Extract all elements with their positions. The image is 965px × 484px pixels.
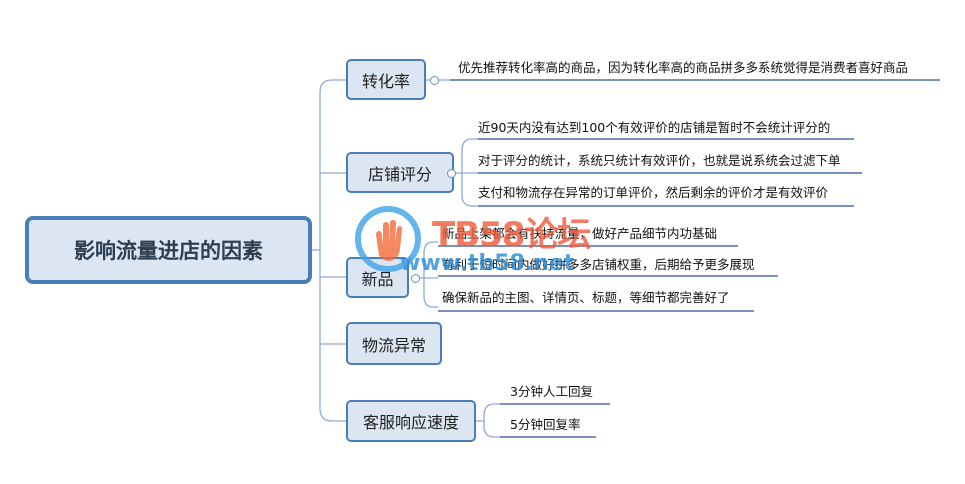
branch-node-conversion-rate[interactable]: 转化率: [346, 59, 426, 100]
leaf-text[interactable]: 优先推荐转化率高的商品，因为转化率高的商品拼多多系统觉得是消费者喜好商品: [458, 60, 909, 75]
root-node[interactable]: 影响流量进店的因素: [25, 216, 312, 284]
branch-node-store-rating[interactable]: 店铺评分: [346, 152, 454, 193]
leaf-text[interactable]: 确保新品的主图、详情页、标题，等细节都完善好了: [442, 290, 730, 305]
watermark-title: TB58论坛: [432, 215, 591, 255]
leaf-connector-kefu: [476, 403, 500, 438]
branch-node-service-response[interactable]: 客服响应速度: [346, 400, 476, 442]
watermark-url: www.tb58.net: [400, 251, 575, 276]
collapse-toggle-icon[interactable]: [447, 169, 456, 178]
collapse-toggle-icon[interactable]: [411, 274, 420, 283]
leaf-text[interactable]: 近90天内没有达到100个有效评价的店铺是暂时不会统计评分的: [478, 120, 831, 135]
spine-connector: [319, 79, 346, 422]
leaf-text[interactable]: 支付和物流存在异常的订单评价，然后剩余的评价才是有效评价: [478, 185, 829, 200]
leaf-text[interactable]: 3分钟人工回复: [510, 384, 593, 399]
branch-node-new-product[interactable]: 新品: [346, 257, 409, 298]
leaf-text[interactable]: 有利于短时间内做好拼多多店铺权重，后期给予更多展现: [442, 257, 755, 272]
branch-node-logistics-exception[interactable]: 物流异常: [346, 322, 442, 365]
collapse-toggle-icon[interactable]: [430, 76, 439, 85]
watermark: TB58论坛 www.tb58.net: [354, 203, 654, 283]
hand-logo-icon: [355, 206, 421, 272]
leaf-connector-dianpu: [454, 138, 478, 207]
leaf-text[interactable]: 新品上架都会有扶持流量，做好产品细节内功基础: [442, 226, 718, 241]
leaf-text[interactable]: 对于评分的统计，系统只统计有效评价，也就是说系统会过滤下单: [478, 153, 841, 168]
leaf-text[interactable]: 5分钟回复率: [510, 417, 581, 432]
